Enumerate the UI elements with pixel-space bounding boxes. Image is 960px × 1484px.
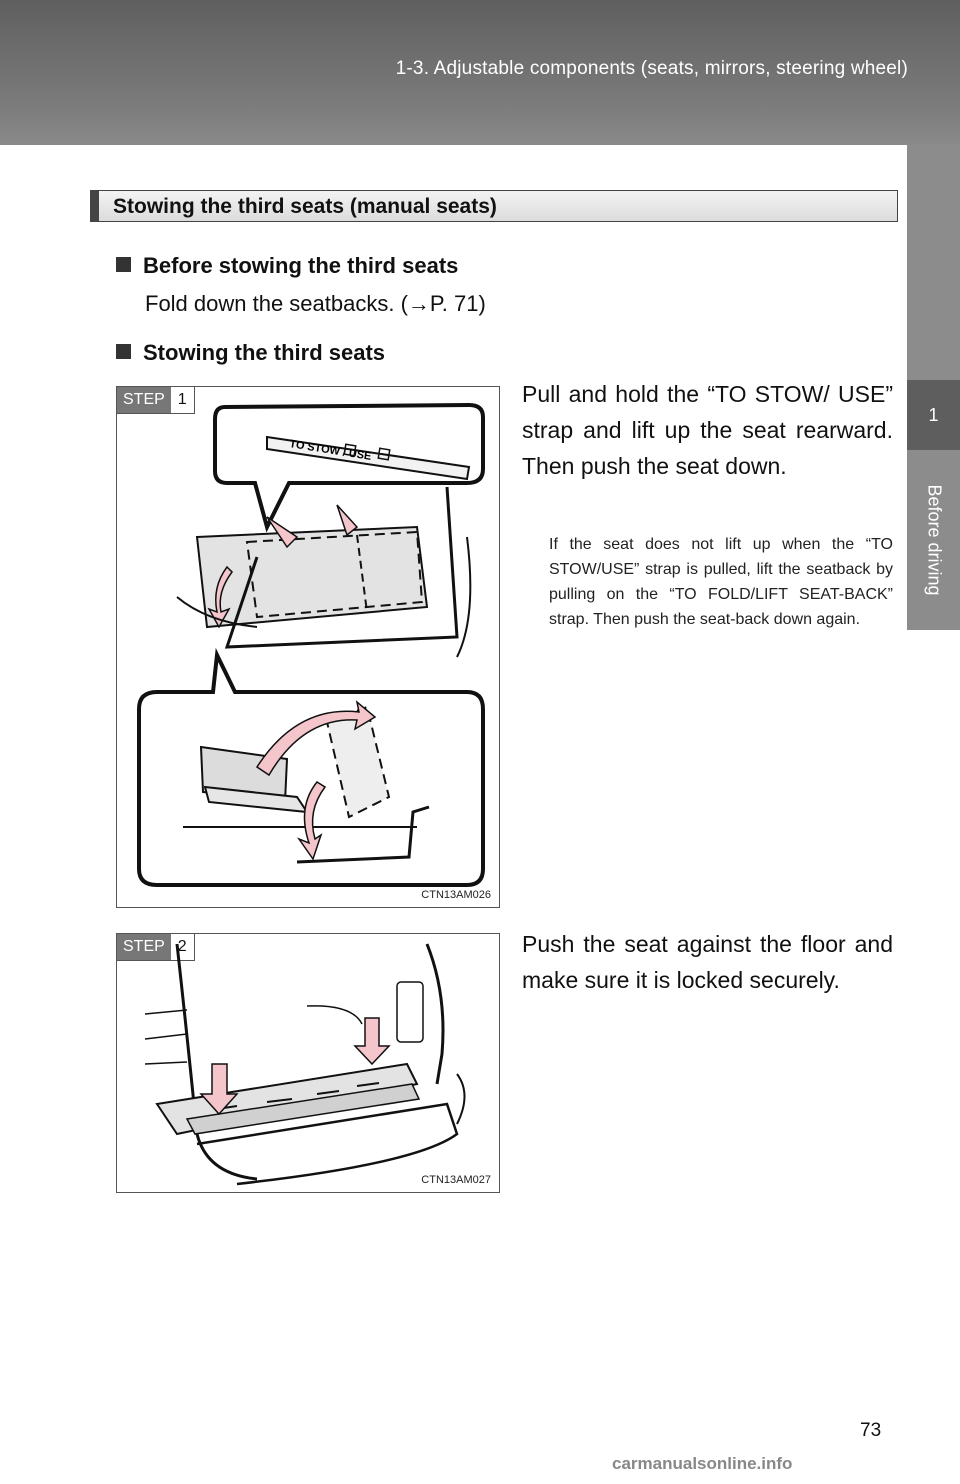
page-header: 1-3. Adjustable components (seats, mirro… xyxy=(0,0,960,145)
side-tab-label: Before driving xyxy=(907,450,960,630)
chapter-title: 1-3. Adjustable components (seats, mirro… xyxy=(395,58,908,79)
seat-lock-illustration xyxy=(144,943,466,1186)
step-number: 2 xyxy=(170,934,194,960)
side-tab-number: 1 xyxy=(907,380,960,450)
side-tab-label-text: Before driving xyxy=(924,484,944,596)
step-label: STEP xyxy=(117,387,171,413)
page-number: 73 xyxy=(860,1420,882,1441)
step2-badge: STEP 2 xyxy=(117,934,195,961)
step1-badge: STEP 1 xyxy=(117,387,195,414)
section-title: Stowing the third seats (manual seats) xyxy=(113,195,497,218)
step1-instruction: Pull and hold the “TO STOW/ USE” strap a… xyxy=(522,381,893,479)
before-heading-text: Before stowing the third seats xyxy=(143,253,459,278)
step-label: STEP xyxy=(117,934,171,960)
section-title-bar: Stowing the third seats (manual seats) xyxy=(90,190,898,222)
stowing-heading-text: Stowing the third seats xyxy=(143,340,386,365)
watermark: carmanualsonline.info xyxy=(612,1454,793,1473)
square-bullet-icon xyxy=(116,257,131,272)
seat-stow-illustration: TO STOW / USE xyxy=(137,402,485,887)
stowing-heading: Stowing the third seats xyxy=(116,340,385,366)
before-heading: Before stowing the third seats xyxy=(116,253,458,279)
square-bullet-icon xyxy=(116,344,131,359)
section-marker xyxy=(91,191,99,221)
step1-figure: STEP 1 TO STOW / USE CTN13AM026 xyxy=(116,386,500,908)
figure-code: CTN13AM027 xyxy=(421,1174,491,1186)
figure-code: CTN13AM026 xyxy=(421,889,491,901)
step2-figure: STEP 2 CTN13AM027 xyxy=(116,933,500,1193)
step-number: 1 xyxy=(170,387,194,413)
step1-note: If the seat does not lift up when the “T… xyxy=(549,536,893,628)
step2-instruction: Push the seat against the floor and make… xyxy=(522,931,893,993)
side-tab: 1 Before driving xyxy=(907,145,960,1484)
side-tab-top xyxy=(907,145,960,380)
before-text: Fold down the seatbacks. (→P. 71) xyxy=(145,291,486,316)
